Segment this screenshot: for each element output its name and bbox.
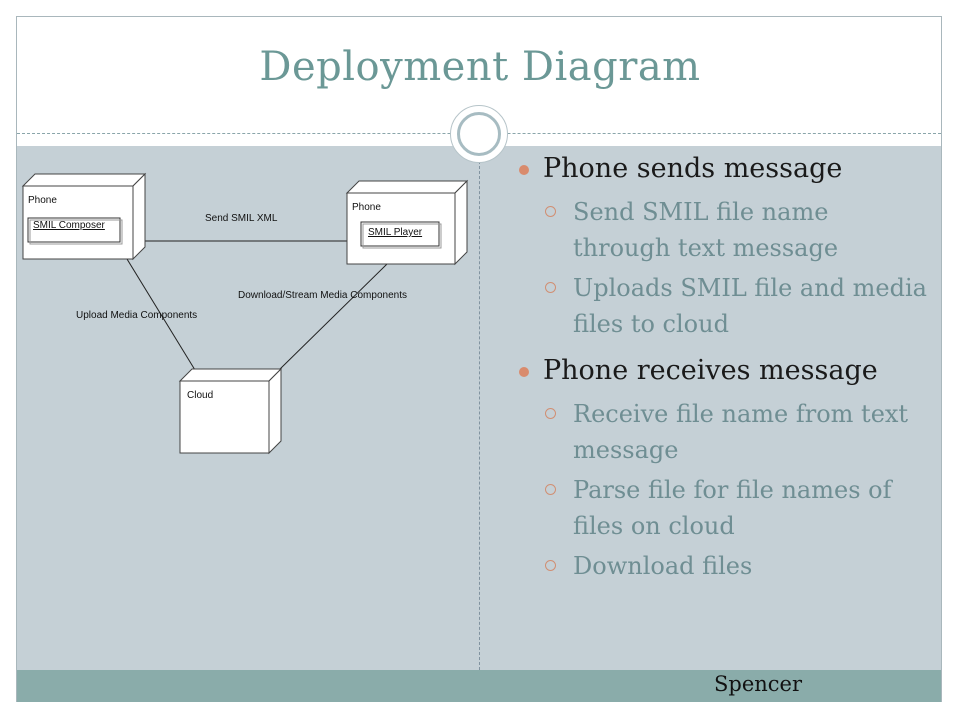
sub-bullet-text: Receive file name from text message xyxy=(573,400,909,464)
component-label: SMIL Composer xyxy=(33,220,106,231)
circle-ornament-inner xyxy=(457,112,501,156)
sub-bullet-text: Download files xyxy=(573,552,753,580)
bullet-item: Phone receives message xyxy=(519,354,929,388)
edge-upload-media xyxy=(126,258,196,371)
bullet-text: Phone receives message xyxy=(543,355,878,386)
sub-bullet-item: Receive file name from text message xyxy=(519,396,929,468)
sub-bullet-text: Parse file for file names of files on cl… xyxy=(573,476,892,540)
bullet-ring-icon xyxy=(545,484,556,495)
node-phone-player: Phone SMIL Player xyxy=(345,179,469,266)
slide-title: Deployment Diagram xyxy=(259,44,701,90)
bullet-item: Phone sends message xyxy=(519,152,929,186)
sub-bullet-text: Uploads SMIL file and media files to clo… xyxy=(573,274,927,338)
sub-bullet-text: Send SMIL file name through text message xyxy=(573,198,839,262)
bullet-dot-icon xyxy=(519,165,529,175)
node-label: Cloud xyxy=(187,390,213,401)
sub-bullet-item: Download files xyxy=(519,548,929,584)
edge-download-media xyxy=(278,263,388,371)
footer-bar xyxy=(17,670,941,702)
column-separator xyxy=(479,146,480,670)
node-cloud: Cloud xyxy=(178,367,283,455)
sub-bullet-item: Uploads SMIL file and media files to clo… xyxy=(519,270,929,342)
edge-label: Upload Media Components xyxy=(76,310,197,321)
footer-author: Spencer xyxy=(714,672,803,696)
bullet-ring-icon xyxy=(545,408,556,419)
node-label: Phone xyxy=(352,202,381,213)
deployment-diagram: Phone SMIL Composer Phone SMIL Player Cl… xyxy=(21,172,469,455)
bullet-list: Phone sends message Send SMIL file name … xyxy=(519,152,929,588)
node-label: Phone xyxy=(28,195,57,206)
sub-bullet-item: Send SMIL file name through text message xyxy=(519,194,929,266)
sub-bullet-item: Parse file for file names of files on cl… xyxy=(519,472,929,544)
edge-label: Download/Stream Media Components xyxy=(238,290,407,301)
bullet-ring-icon xyxy=(545,206,556,217)
bullet-text: Phone sends message xyxy=(543,153,843,184)
bullet-ring-icon xyxy=(545,282,556,293)
node-phone-composer: Phone SMIL Composer xyxy=(21,172,147,261)
bullet-ring-icon xyxy=(545,560,556,571)
bullet-dot-icon xyxy=(519,367,529,377)
component-label: SMIL Player xyxy=(368,227,423,238)
edge-label: Send SMIL XML xyxy=(205,213,278,224)
